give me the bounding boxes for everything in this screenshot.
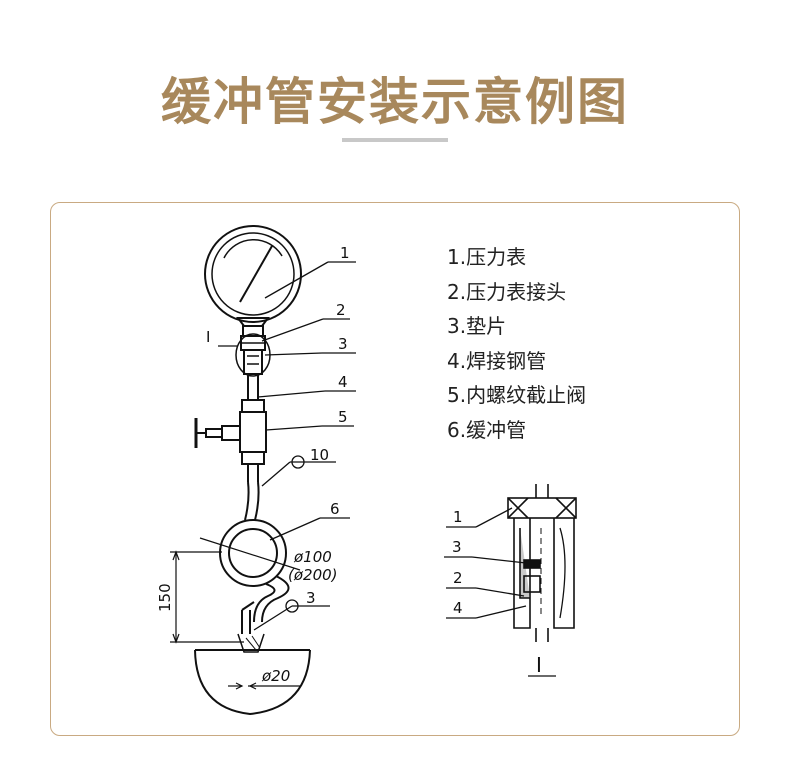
height-dimension: 150 [156, 583, 174, 612]
coil-diameter: ø100 [293, 548, 332, 566]
legend-item: 1.压力表 [447, 245, 527, 269]
parts-legend: 1.压力表 2.压力表接头 3.垫片 4.焊接钢管 5.内螺纹截止阀 6.缓冲管 [447, 240, 586, 447]
detail-callout-3: 3 [452, 538, 462, 556]
callout-4: 4 [338, 373, 348, 391]
callout-5: 5 [338, 408, 348, 426]
callout-1: 1 [340, 244, 350, 262]
title-underline [342, 138, 448, 142]
pressure-gauge [204, 225, 302, 327]
detail-labels: 1 3 2 4 I [452, 508, 542, 677]
detail-callout-2: 2 [453, 569, 463, 587]
detail-leaders [444, 507, 556, 677]
main-labels: 1 2 3 4 5 6 I 10 3 ø100 (ø200) 150 ø20 [156, 244, 350, 685]
callout-6: 6 [330, 500, 340, 518]
legend-item: 5.内螺纹截止阀 [447, 383, 587, 407]
detail-drawing [507, 484, 577, 642]
dimension-lines [170, 537, 301, 690]
legend-item: 2.压力表接头 [447, 279, 567, 304]
vessel-head [194, 633, 311, 716]
gauge-connector [235, 325, 271, 377]
detail-mark-I: I [536, 653, 542, 677]
legend-item: 3.垫片 [447, 314, 507, 338]
pipe-diameter: ø20 [261, 667, 290, 685]
detail-callout-4: 4 [453, 599, 463, 617]
welded-steel-pipe [239, 374, 267, 521]
buffer-coil [219, 519, 290, 634]
coil-diameter-alt: (ø200) [288, 566, 338, 584]
detail-mark: I [206, 328, 210, 346]
globe-valve [194, 418, 241, 448]
callout-2: 2 [336, 301, 346, 319]
weld-mark-10: 10 [310, 446, 329, 464]
diagram-card [50, 202, 740, 736]
callout-3: 3 [338, 335, 348, 353]
page-title: 缓冲管安装示意例图 [161, 73, 629, 131]
legend-item: 4.焊接钢管 [447, 348, 547, 373]
legend-item: 6.缓冲管 [447, 417, 527, 442]
leader-lines [218, 261, 356, 631]
weld-mark-3: 3 [306, 589, 316, 607]
detail-callout-1: 1 [453, 508, 463, 526]
